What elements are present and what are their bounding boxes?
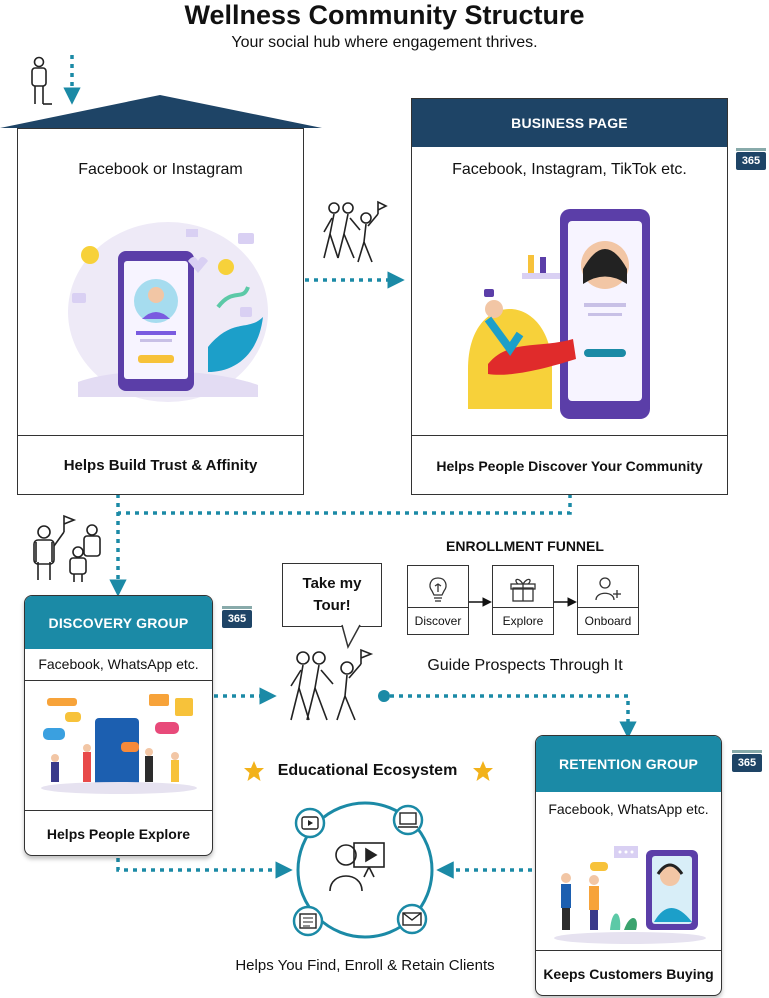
funnel-step-onboard-label: Onboard <box>578 607 638 634</box>
business-page-card: BUSINESS PAGE Facebook, Instagram, TikTo… <box>411 98 728 495</box>
house-roof <box>0 95 322 128</box>
connector-discovery-ecosystem <box>116 858 293 879</box>
funnel-step-onboard: Onboard <box>577 565 639 635</box>
star-icon-left <box>244 761 264 781</box>
business-page-calendar-badge: 365 <box>736 148 766 170</box>
retention-group-footer: Keeps Customers Buying <box>536 950 721 996</box>
funnel-step-explore: Explore <box>492 565 554 635</box>
retention-group-card: RETENTION GROUP Facebook, WhatsApp etc. … <box>535 735 722 996</box>
person-standing-icon <box>31 56 52 105</box>
walking-people-icon <box>323 200 388 263</box>
connector-tour-retention <box>390 694 637 739</box>
group-flag-icon <box>33 514 101 582</box>
video-icon <box>294 807 326 839</box>
presenter-icon <box>329 842 385 892</box>
tour-bubble-line2: Tour! <box>313 597 351 614</box>
page-subtitle: Your social hub where engagement thrives… <box>231 34 538 51</box>
discovery-group-platforms: Facebook, WhatsApp etc. <box>38 656 199 672</box>
star-icon-right <box>473 761 493 781</box>
retention-group-platforms: Facebook, WhatsApp etc. <box>548 801 709 817</box>
retention-group-calendar-badge: 365 <box>732 750 762 772</box>
add-user-icon <box>595 577 621 601</box>
lightbulb-icon <box>429 577 447 602</box>
email-icon <box>396 903 428 935</box>
profile-phone-illustration <box>68 222 268 402</box>
funnel-caption: Guide Prospects Through It <box>427 657 623 674</box>
connector-dot <box>378 690 390 702</box>
ecosystem-caption: Helps You Find, Enroll & Retain Clients <box>235 957 495 974</box>
business-page-title: BUSINESS PAGE <box>412 99 727 147</box>
webinar-icon <box>392 804 424 836</box>
funnel-arrows <box>469 597 577 607</box>
business-page-platforms: Facebook, Instagram, TikTok etc. <box>452 161 687 178</box>
ecosystem-diagram <box>292 801 434 939</box>
discovery-divider <box>25 680 212 681</box>
business-phone-illustration <box>468 209 650 419</box>
discovery-group-footer: Helps People Explore <box>25 810 212 856</box>
retention-group-title: RETENTION GROUP <box>536 736 721 792</box>
personal-profile-card: PERSONAL PROFILE Facebook or Instagram H… <box>17 128 304 495</box>
tour-bubble-tail <box>341 624 361 649</box>
page-title: Wellness Community Structure <box>184 0 585 30</box>
personal-profile-footer: Helps Build Trust & Affinity <box>18 435 303 495</box>
tour-bubble-line1: Take my <box>302 575 362 592</box>
retention-support-illustration <box>554 846 706 944</box>
article-icon <box>292 905 324 937</box>
funnel-step-discover-label: Discover <box>408 607 468 634</box>
funnel-step-discover: Discover <box>407 565 469 635</box>
connector-business-discovery <box>118 494 572 515</box>
discovery-group-calendar-badge: 365 <box>222 606 252 628</box>
funnel-step-explore-label: Explore <box>493 607 553 634</box>
personal-profile-title: PERSONAL PROFILE <box>87 131 234 147</box>
business-page-footer: Helps People Discover Your Community <box>412 435 727 495</box>
gift-box-icon <box>510 578 536 602</box>
tour-speech-bubble: Take my Tour! <box>282 563 382 627</box>
ecosystem-title: Educational Ecosystem <box>277 762 458 779</box>
funnel-title: ENROLLMENT FUNNEL <box>446 538 604 554</box>
discovery-group-title: DISCOVERY GROUP <box>25 596 212 649</box>
tour-walking-people-icon <box>290 648 374 721</box>
discovery-group-card: DISCOVERY GROUP Facebook, WhatsApp etc. … <box>24 595 213 856</box>
personal-profile-platforms: Facebook or Instagram <box>78 161 243 178</box>
discovery-social-illustration <box>41 694 197 794</box>
